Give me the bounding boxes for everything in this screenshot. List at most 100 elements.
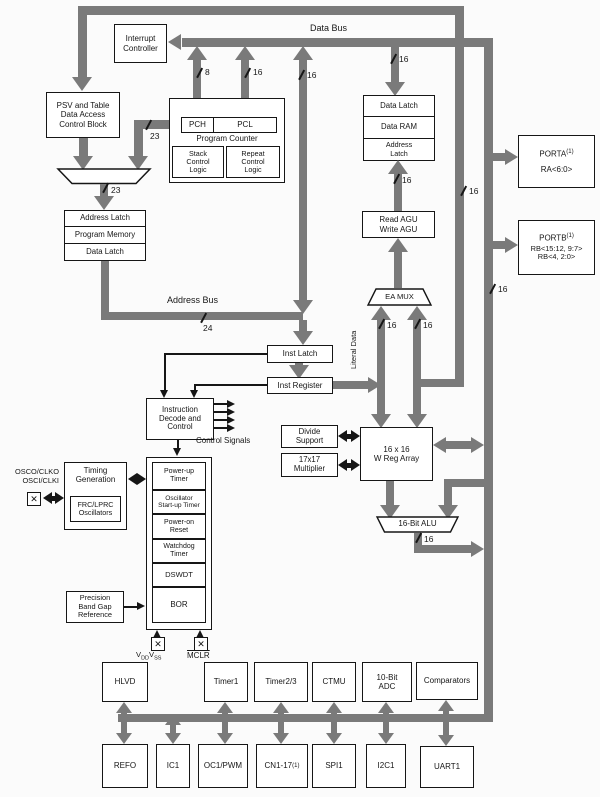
decode-feedback-line xyxy=(194,384,196,392)
arrow-up-icon xyxy=(273,702,289,713)
width-label: 16 xyxy=(424,534,434,544)
arrow-right-icon xyxy=(471,541,484,557)
arrow-down-icon xyxy=(165,733,181,744)
program-counter-label: Program Counter xyxy=(196,134,258,143)
width-label: 16 xyxy=(498,284,508,294)
arrow-down-icon xyxy=(293,331,313,345)
porta-pins: RA<6:0> xyxy=(540,164,573,174)
arrow-down-icon xyxy=(273,733,289,744)
ea-mux-label: EA MUX xyxy=(385,292,414,301)
arrow-right-icon xyxy=(368,377,381,393)
osc-timing-link xyxy=(50,495,58,501)
arrow-left-icon xyxy=(338,459,347,471)
agu-ram-link xyxy=(394,172,402,211)
block-instruction-decode: Instruction Decode and Control xyxy=(146,398,214,440)
arrow-down-icon xyxy=(94,196,114,210)
peripheral-link xyxy=(222,711,228,734)
block-stack-control-logic: Stack Control Logic xyxy=(172,146,224,178)
divide-wreg-link xyxy=(345,433,353,439)
block-timer1: Timer1 xyxy=(204,662,248,702)
width-label: 16 xyxy=(423,320,433,330)
control-signal-line xyxy=(214,427,227,429)
bandgap-bor-link xyxy=(124,605,139,608)
footnote-sup: (1) xyxy=(566,148,574,155)
width-label: 16 xyxy=(387,320,397,330)
vdd-vss-pin-icon: ✕ xyxy=(151,637,165,651)
decode-feedback-line xyxy=(164,353,166,392)
register-literal-link xyxy=(333,381,369,389)
x-glyph: ✕ xyxy=(197,638,205,649)
arrow-down-icon xyxy=(380,505,400,519)
arrow-left-icon xyxy=(338,430,347,442)
program-memory-row: Address Latch xyxy=(64,210,146,227)
alu-label: 16-Bit ALU xyxy=(398,519,437,528)
bus-a-elbow xyxy=(415,379,459,387)
block-uart1: UART1 xyxy=(420,746,474,788)
vdd-vss-label: VDDVSS xyxy=(136,650,162,662)
wreg-alu-link xyxy=(386,481,394,507)
literal-data-link xyxy=(377,318,385,416)
arrow-right-icon xyxy=(137,473,146,485)
block-cn1-17: CN1-17(1) xyxy=(256,744,308,788)
arrow-down-icon xyxy=(289,365,309,379)
data-bus-line-2 xyxy=(182,38,492,47)
alu xyxy=(375,516,460,533)
arrow-up-icon xyxy=(438,700,454,711)
data-ram-row: Address Latch xyxy=(363,138,435,161)
block-17x17-multiplier: 17x17 Multiplier xyxy=(281,453,338,477)
block-porta: PORTA(1) RA<6:0> xyxy=(518,135,595,188)
arrow-right-icon xyxy=(227,407,235,416)
block-inst-register: Inst Register xyxy=(267,377,333,394)
arrow-down-icon xyxy=(116,733,132,744)
reset-row: BOR xyxy=(152,587,206,623)
peripheral-bus xyxy=(118,714,493,722)
arrow-down-icon xyxy=(217,733,233,744)
arrow-down-icon xyxy=(190,390,198,398)
peripheral-link xyxy=(278,711,284,734)
arrow-right-icon xyxy=(137,602,145,610)
bus-vertical-b xyxy=(484,38,493,722)
arrow-right-icon xyxy=(55,492,64,504)
block-i2c1: I2C1 xyxy=(366,744,406,788)
x-glyph: ✕ xyxy=(30,493,38,504)
arrow-up-icon xyxy=(165,714,181,725)
arrow-up-icon xyxy=(388,160,408,174)
arrow-left-icon xyxy=(168,34,181,50)
reset-row: Power-on Reset xyxy=(152,514,206,539)
arrow-right-icon xyxy=(227,399,235,408)
arrow-up-icon xyxy=(407,306,427,320)
width-label: 24 xyxy=(203,323,213,333)
program-memory-addr-link xyxy=(101,261,109,316)
block-hlvd: HLVD xyxy=(102,662,148,702)
decode-feedback-line xyxy=(164,353,267,355)
block-read-write-agu: Read AGU Write AGU xyxy=(362,211,435,238)
block-ic1: IC1 xyxy=(156,744,190,788)
porta-link xyxy=(493,153,507,161)
peripheral-link xyxy=(443,709,449,736)
pcl-bus-link xyxy=(241,58,249,106)
data-ram-row: Data RAM xyxy=(363,116,435,139)
peripheral-link xyxy=(383,711,389,734)
arrow-down-icon xyxy=(371,414,391,428)
bus-alu-link xyxy=(444,479,484,487)
portb-pins: RB<15:12, 9:7> RB<4, 2:0> xyxy=(530,243,583,262)
data-ram-row: Data Latch xyxy=(363,95,435,117)
alu-output-link xyxy=(414,545,472,553)
control-signals-label: Control Signals xyxy=(196,436,251,445)
block-frc-lprc: FRC/LPRC Oscillators xyxy=(70,496,121,522)
footnote-sup: (1) xyxy=(566,233,574,240)
arrow-left-icon xyxy=(128,473,137,485)
arrow-up-icon xyxy=(388,238,408,252)
block-pcl: PCL xyxy=(213,117,277,133)
arrow-right-icon xyxy=(351,459,360,471)
arrow-right-icon xyxy=(227,415,235,424)
bus-alu-link xyxy=(444,479,452,507)
block-timer23: Timer2/3 xyxy=(254,662,308,702)
arrow-right-icon xyxy=(505,237,518,253)
arrow-down-icon xyxy=(438,505,458,519)
alu-output-link xyxy=(414,533,422,553)
address-bus-label: Address Bus xyxy=(167,295,219,305)
pch-bus-link xyxy=(193,58,201,106)
block-spi1: SPI1 xyxy=(312,744,356,788)
